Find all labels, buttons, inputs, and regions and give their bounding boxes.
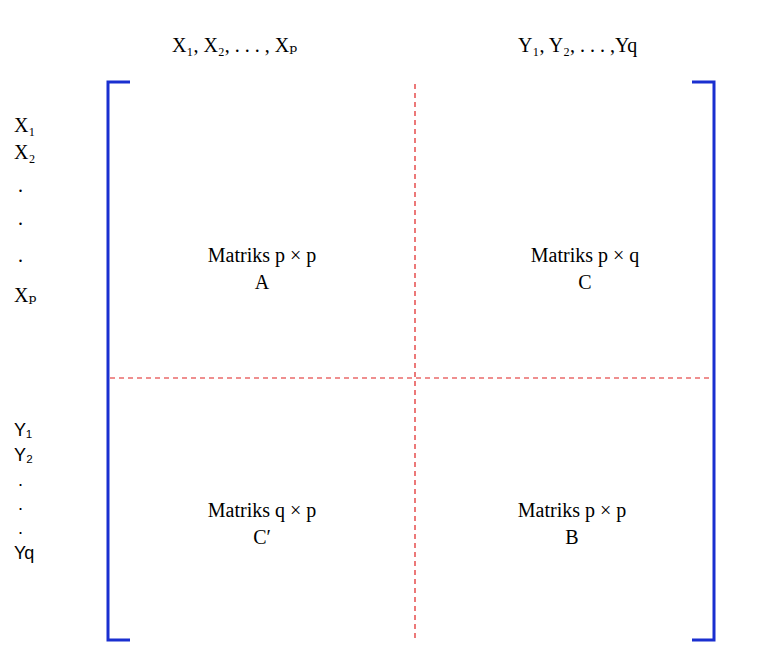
left-bracket [108,82,130,640]
block-name: B [565,526,578,549]
row-label: Yq [14,543,34,564]
row-ellipsis: . [18,470,23,491]
row-label: Y₂ [14,445,33,466]
row-ellipsis: . [18,174,23,197]
block-name: C [578,271,591,294]
block-name: C′ [253,526,271,549]
column-header: X₁, X₂, . . . , Xₚ [172,34,297,57]
row-ellipsis: . [18,244,23,267]
block-size: Matriks q × p [208,499,317,522]
column-header: Y₁, Y₂, . . . ,Yq [518,34,637,57]
row-label: Y₁ [14,420,32,441]
right-bracket [692,82,714,640]
row-ellipsis: . [18,207,23,230]
row-label: X₁ [14,114,35,137]
divider-vertical [414,84,415,640]
block-size: Matriks p × p [208,244,317,267]
block-name: A [255,271,269,294]
row-ellipsis: . [18,494,23,515]
block-size: Matriks p × p [518,499,627,522]
divider-horizontal [110,377,712,378]
row-ellipsis: . [18,518,23,539]
row-label: Xₚ [14,284,36,307]
row-label: X₂ [14,141,35,164]
block-size: Matriks p × q [531,244,640,267]
